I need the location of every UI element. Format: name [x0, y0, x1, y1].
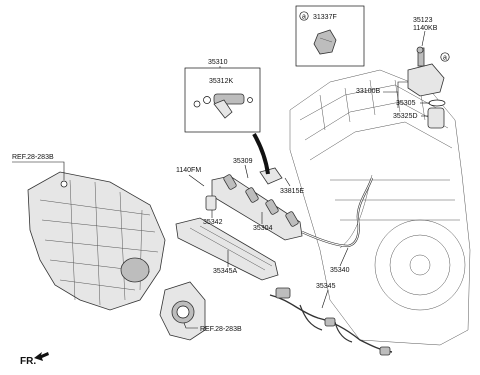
callout-35309: 35309 [233, 158, 253, 165]
wiring-harness [269, 287, 393, 356]
legend-box-a: a 31337F [295, 5, 365, 67]
front-label: FR. [20, 356, 36, 367]
callout-33815E: 33815E [280, 188, 304, 195]
injector-icon [223, 174, 299, 227]
clip-icon [313, 29, 337, 55]
intake-manifold [27, 171, 166, 311]
fuel-pump [407, 46, 446, 129]
throttle-body [159, 281, 206, 341]
callout-labels: 35123 1140KB a 35310 33100B 35305 35325D… [12, 17, 450, 333]
callout-35325D: 35325D [393, 113, 418, 120]
high-pressure-pipe [301, 177, 374, 248]
fuel-rail-assembly [205, 167, 303, 241]
pump-marker-a: a [443, 55, 447, 62]
callout-31337F: 31337F [313, 14, 337, 21]
rail-cover [175, 217, 279, 281]
injector-kit-box: 35312K [184, 67, 261, 133]
manifold-bolt-icon [60, 180, 68, 188]
callout-35312K: 35312K [209, 78, 233, 85]
leader-lines [12, 30, 430, 329]
callout-1140KB: 1140KB [413, 25, 438, 32]
ref-label-throttle: REF.28-283B [200, 326, 242, 333]
callout-33100B: 33100B [356, 88, 380, 95]
legend-marker-a: a [302, 14, 306, 21]
bolt-icon [416, 46, 424, 54]
callout-1140FM: 1140FM [176, 167, 201, 174]
callout-35340: 35340 [330, 267, 350, 274]
callout-35123: 35123 [413, 17, 433, 24]
ref-label-manifold: REF.28-283B [12, 154, 54, 161]
callout-35342: 35342 [203, 219, 223, 226]
callout-35310: 35310 [208, 59, 228, 66]
callout-35305: 35305 [396, 100, 416, 107]
front-direction: FR. [20, 352, 49, 367]
callout-35345: 35345 [316, 283, 336, 290]
arrow-icon [34, 352, 49, 361]
callout-35304: 35304 [253, 225, 273, 232]
callout-35345A: 35345A [213, 268, 237, 275]
